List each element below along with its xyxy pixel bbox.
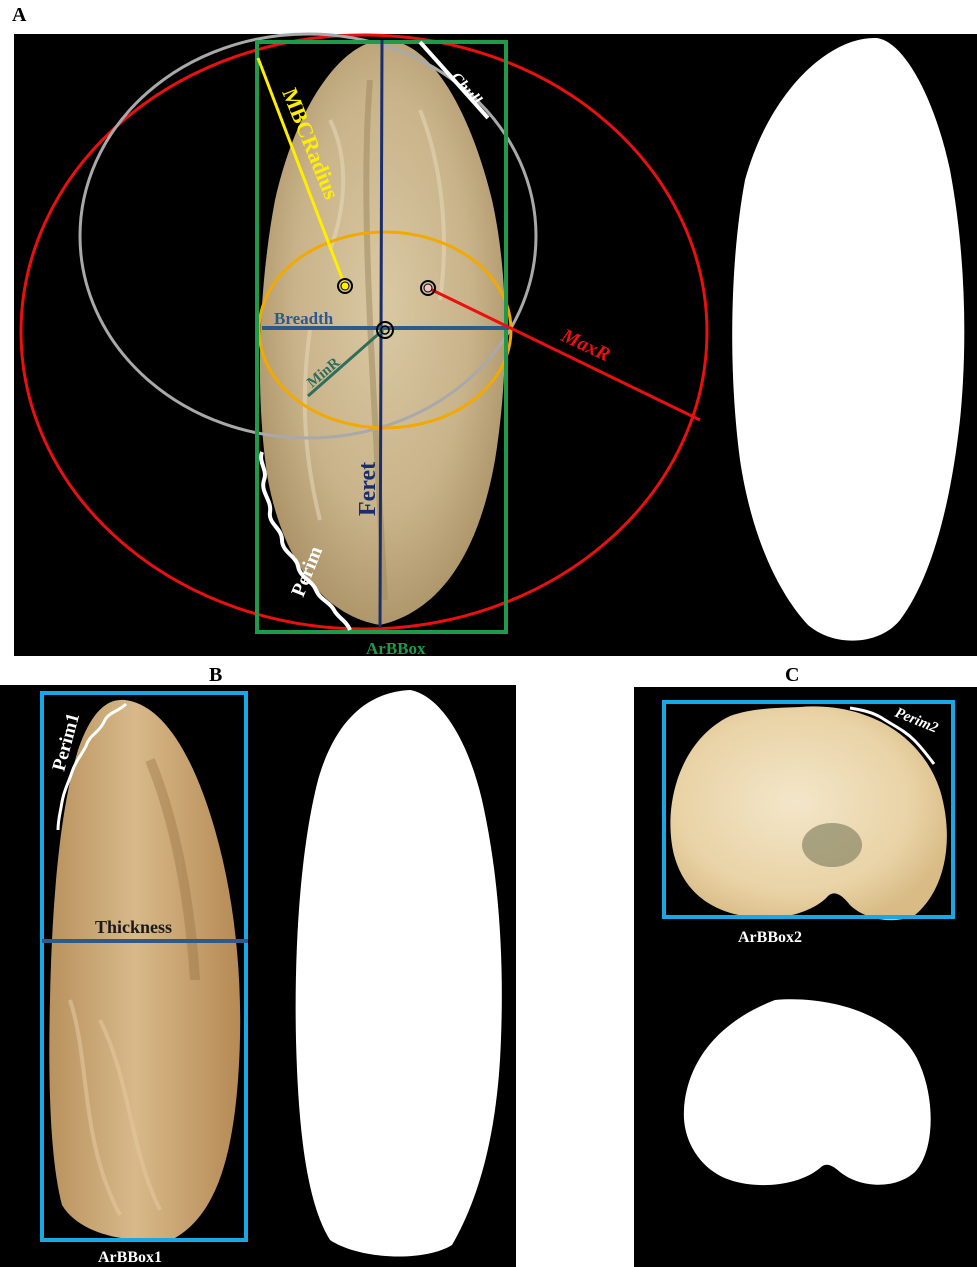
panel-b: Perim1 Thickness ArBBox1 (0, 685, 516, 1267)
label-feret: Feret (355, 462, 381, 516)
seed-photo-c (670, 706, 946, 920)
label-arbbox2: ArBBox2 (738, 929, 802, 946)
panel-c: Perim2 ArBBox2 (634, 687, 977, 1267)
label-arbbox1: ArBBox1 (98, 1249, 162, 1266)
seed-mask-b (296, 690, 502, 1256)
seed-core-c (802, 823, 862, 867)
seed-mask-a (732, 38, 964, 641)
panel-a: Chull MBCRadius Breadth MinR MaxR Feret … (14, 34, 977, 658)
label-thickness: Thickness (95, 917, 172, 937)
label-arbbox: ArBBox (366, 639, 426, 658)
label-breadth: Breadth (274, 309, 334, 328)
